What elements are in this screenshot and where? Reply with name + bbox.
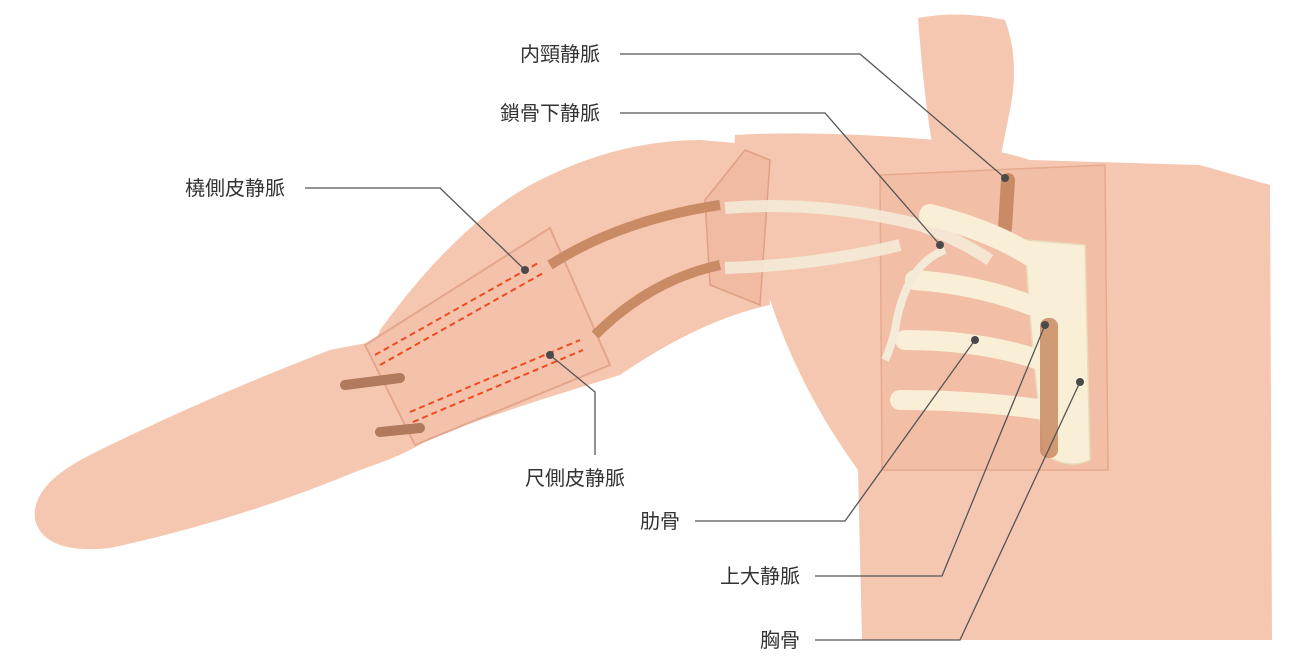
- forearm-slot-1: [345, 378, 400, 385]
- dot-basilic-vein: [546, 351, 554, 359]
- internal-jugular-vessel: [1005, 180, 1008, 228]
- label-rib: 肋骨: [640, 509, 680, 533]
- torso-model: [730, 14, 1272, 640]
- forearm-slot-2: [380, 428, 420, 432]
- label-cephalic-vein: 橈側皮静脈: [185, 176, 285, 200]
- dot-sternum: [1076, 378, 1084, 386]
- dot-cephalic-vein: [521, 266, 529, 274]
- rib-3: [900, 400, 1045, 410]
- dot-rib: [971, 336, 979, 344]
- dot-superior-vena-cava: [1041, 321, 1049, 329]
- neck: [918, 14, 1014, 160]
- label-internal-jugular-vein: 内頸静脈: [520, 42, 600, 66]
- label-basilic-vein: 尺側皮静脈: [525, 466, 625, 490]
- label-superior-vena-cava: 上大静脈: [720, 564, 800, 588]
- superior-vena-cava-vessel: [1040, 318, 1058, 458]
- dot-internal-jugular-vein: [1001, 174, 1009, 182]
- label-subclavian-vein: 鎖骨下静脈: [500, 101, 600, 125]
- label-sternum: 胸骨: [760, 628, 800, 652]
- dot-subclavian-vein: [936, 241, 944, 249]
